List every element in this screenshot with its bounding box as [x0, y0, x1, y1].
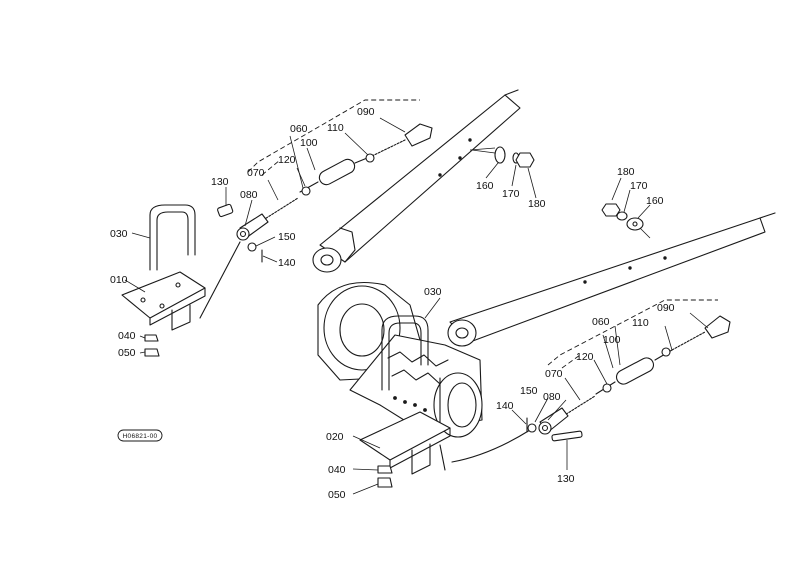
label-120-lower: 120 [576, 351, 594, 363]
label-090-upper: 090 [357, 106, 375, 118]
label-110-lower: 110 [632, 317, 649, 329]
label-160-upper: 160 [476, 180, 494, 192]
label-060-lower: 060 [592, 316, 610, 328]
drawing-code-badge: H06821-00 [117, 429, 163, 442]
label-030-center: 030 [424, 286, 442, 298]
label-130-upper: 130 [211, 176, 229, 188]
label-180-lower: 180 [617, 166, 635, 178]
label-090-lower: 090 [657, 302, 675, 314]
label-170-lower: 170 [630, 180, 648, 192]
lower-plate [359, 411, 531, 488]
left-u-bolt-and-plate [121, 204, 206, 357]
lower-lift-arm [447, 212, 776, 347]
label-060-upper: 060 [290, 123, 308, 135]
label-040-left: 040 [118, 330, 136, 342]
label-010: 010 [110, 274, 128, 286]
label-080-upper: 080 [240, 189, 258, 201]
label-030-left: 030 [110, 228, 128, 240]
label-120-upper: 120 [278, 154, 296, 166]
label-100-lower: 100 [603, 334, 621, 346]
label-110-upper: 110 [327, 122, 344, 134]
upper-lift-arm [312, 89, 521, 273]
label-180-upper: 180 [528, 198, 546, 210]
label-140-upper: 140 [278, 257, 296, 269]
label-040-lower: 040 [328, 464, 346, 476]
label-150-lower: 150 [520, 385, 538, 397]
axle-housing [317, 281, 483, 438]
label-050-left: 050 [118, 347, 136, 359]
label-080-lower: 080 [543, 391, 561, 403]
label-070-lower: 070 [545, 368, 563, 380]
center-u-bolt [381, 315, 429, 391]
part-labels: 030 010 040 050 130 080 070 120 100 060 … [110, 106, 675, 501]
label-170-upper: 170 [502, 188, 520, 200]
label-100-upper: 100 [300, 137, 318, 149]
upper-check-chain [199, 123, 433, 319]
drawing-code-label: H06821-00 [123, 433, 158, 440]
label-140-lower: 140 [496, 400, 514, 412]
label-020: 020 [326, 431, 344, 443]
label-150-upper: 150 [278, 231, 296, 243]
lower-arm-washers [601, 203, 651, 239]
upper-arm-washers [471, 146, 535, 168]
label-160-lower: 160 [646, 195, 664, 207]
label-130-lower: 130 [557, 473, 575, 485]
lower-check-chain [526, 315, 731, 442]
leader-lines [124, 117, 709, 495]
label-070-upper: 070 [247, 167, 265, 179]
label-050-lower: 050 [328, 489, 346, 501]
